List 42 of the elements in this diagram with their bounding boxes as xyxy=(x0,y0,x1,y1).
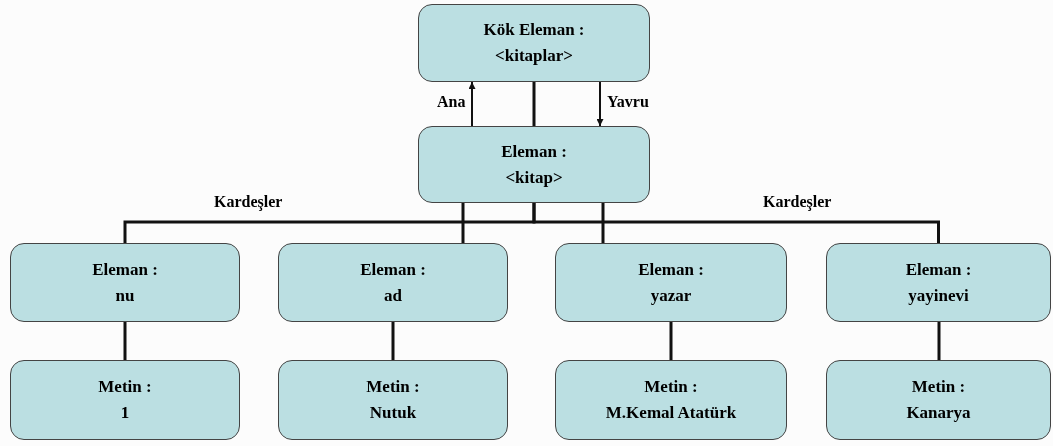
node-text: Eleman : xyxy=(638,258,704,281)
arrow xyxy=(468,81,476,127)
node-text: Eleman : xyxy=(92,258,158,281)
node-text: Eleman : xyxy=(360,258,426,281)
node-text: nu xyxy=(115,284,135,307)
node-text: Eleman : xyxy=(905,258,972,281)
node-text: 1 xyxy=(120,402,130,424)
node-text: Kanarya xyxy=(906,402,971,424)
connector-line xyxy=(601,203,605,243)
node-text: Metin : xyxy=(911,376,966,398)
node-text: M.Kemal Atatürk xyxy=(605,402,737,424)
node-text: Kök Eleman : xyxy=(483,19,585,41)
element-box xyxy=(555,243,787,322)
element-box xyxy=(10,360,240,440)
connector-line xyxy=(391,322,395,360)
node-text: <kitaplar> xyxy=(495,45,573,67)
element-box xyxy=(826,243,1051,322)
element-box xyxy=(278,243,508,322)
element-box xyxy=(418,4,650,82)
node-text: Metin : xyxy=(98,376,152,398)
connector-line xyxy=(532,82,536,126)
node-text: Metin : xyxy=(644,376,698,398)
element-box xyxy=(555,360,787,440)
relation-label: Kardeşler xyxy=(213,193,284,211)
connector-line xyxy=(669,322,673,360)
node-text: Metin : xyxy=(366,376,420,398)
node-text: ad xyxy=(384,284,402,307)
element-box xyxy=(418,126,650,203)
connector-line xyxy=(461,203,465,243)
element-box xyxy=(278,360,508,440)
node-text: yazar xyxy=(650,284,692,307)
node-text: yayinevi xyxy=(908,284,969,307)
node-text: Nutuk xyxy=(369,402,417,424)
element-box xyxy=(826,360,1051,440)
connector-line xyxy=(123,322,127,360)
relation-label: Kardeşler xyxy=(762,193,833,211)
node-text: Eleman : xyxy=(501,140,567,163)
connector-line xyxy=(532,203,940,243)
connector-line xyxy=(937,322,941,360)
element-box xyxy=(10,243,240,322)
arrow xyxy=(596,81,604,127)
node-text: <kitap> xyxy=(505,166,563,189)
